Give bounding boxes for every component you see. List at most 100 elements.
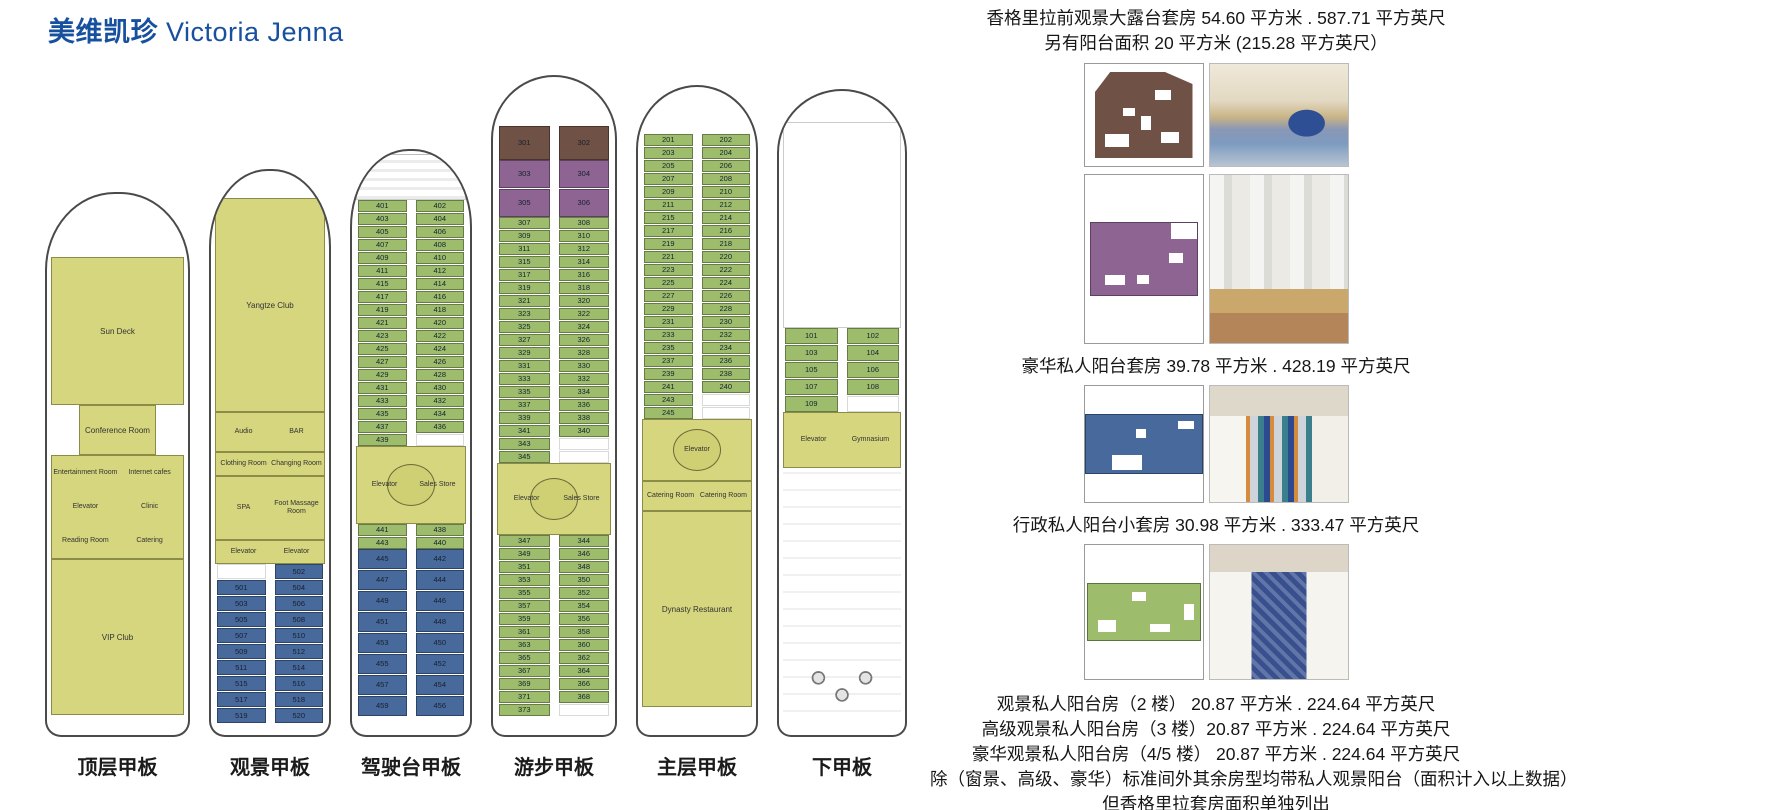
cabin-349: 349 [499,548,550,560]
cabin-512: 512 [274,644,323,659]
deck-section-equip [356,154,466,200]
cabin-337: 337 [499,399,550,411]
corridor [408,633,415,653]
cabin-403: 403 [358,213,407,225]
cabin-334: 334 [558,386,609,398]
cabin-237: 237 [644,355,693,367]
atrium-circle [387,464,435,506]
corridor [408,395,415,407]
corridor [551,256,558,268]
cabin-416: 416 [415,291,464,303]
corridor [694,342,701,354]
corridor [408,421,415,433]
cabin-514: 514 [274,660,323,675]
room-cards: 豪华私人阳台套房 39.78 平方米 . 428.19 平方英尺行政私人阳台小套… [930,63,1502,680]
cabin-415: 415 [358,278,407,290]
corridor [267,692,274,707]
cabin-446: 446 [415,591,464,611]
area-label: Dynasty Restaurant [658,604,736,614]
cabin-310: 310 [558,230,609,242]
executive-junior-suite-photo [1208,385,1349,503]
corridor [408,524,415,536]
corridor [694,186,701,198]
cabin-241: 241 [644,381,693,393]
corridor [408,570,415,590]
cabin-315: 315 [499,256,550,268]
cabin-511: 511 [217,660,266,675]
area-labels: Elevator [643,420,751,480]
corridor [839,396,846,412]
cabin-449: 449 [358,591,407,611]
balcony-stateroom-floorplan-box [1083,544,1204,680]
corridor [408,356,415,368]
corridor [267,628,274,643]
cabin-206: 206 [701,160,750,172]
cabin-229: 229 [644,303,693,315]
cabin-409: 409 [358,252,407,264]
corridor [551,334,558,346]
corridor [267,708,274,723]
cabin-410: 410 [415,252,464,264]
hull-space [783,94,901,122]
corridor [551,613,558,625]
cabin-361: 361 [499,626,550,638]
corridor [408,549,415,569]
area-label: Elevator [283,547,310,555]
shangrila-suite-floorplan [1094,72,1193,158]
hull-space [215,174,325,198]
deluxe-balcony-suite-caption: 豪华私人阳台套房 39.78 平方米 . 428.19 平方英尺 [1021,356,1411,376]
cabin-429: 429 [358,369,407,381]
area-label: Foot Massage Room [274,499,319,515]
area-label: Elevator [684,445,710,453]
corridor [408,343,415,355]
cabin-515: 515 [217,676,266,691]
corridor [839,362,846,378]
cabin-218: 218 [701,238,750,250]
corridor [551,652,558,664]
deluxe-balcony-suite-photo [1208,174,1349,344]
cabin-341: 341 [499,425,550,437]
cabin-227: 227 [644,290,693,302]
cabin-401: 401 [358,200,407,212]
cabin-236: 236 [701,355,750,367]
cabin-345: 345 [499,451,550,463]
cabin-408: 408 [415,239,464,251]
area-label: Conference Room [82,425,153,435]
cabin-223: 223 [644,264,693,276]
cabin-202: 202 [701,134,750,146]
corridor [694,238,701,250]
cabin-204: 204 [701,147,750,159]
public-area: Elevator [642,419,752,481]
corridor [694,160,701,172]
cabin-306: 306 [558,189,609,217]
cabin-504: 504 [274,580,323,595]
corridor [408,654,415,674]
cabin-367: 367 [499,665,550,677]
room-note-line: 豪华观景私人阳台房（4/5 楼） 20.87 平方米 . 224.64 平方英尺 [971,744,1461,764]
hull-space [497,80,611,126]
corridor [408,239,415,251]
cabin-426: 426 [415,356,464,368]
cabin-216: 216 [701,225,750,237]
cabin-330: 330 [558,360,609,372]
cabin-363: 363 [499,639,550,651]
cabin-453: 453 [358,633,407,653]
cabin-350: 350 [558,574,609,586]
corridor [694,407,701,419]
hull-space [642,707,752,719]
